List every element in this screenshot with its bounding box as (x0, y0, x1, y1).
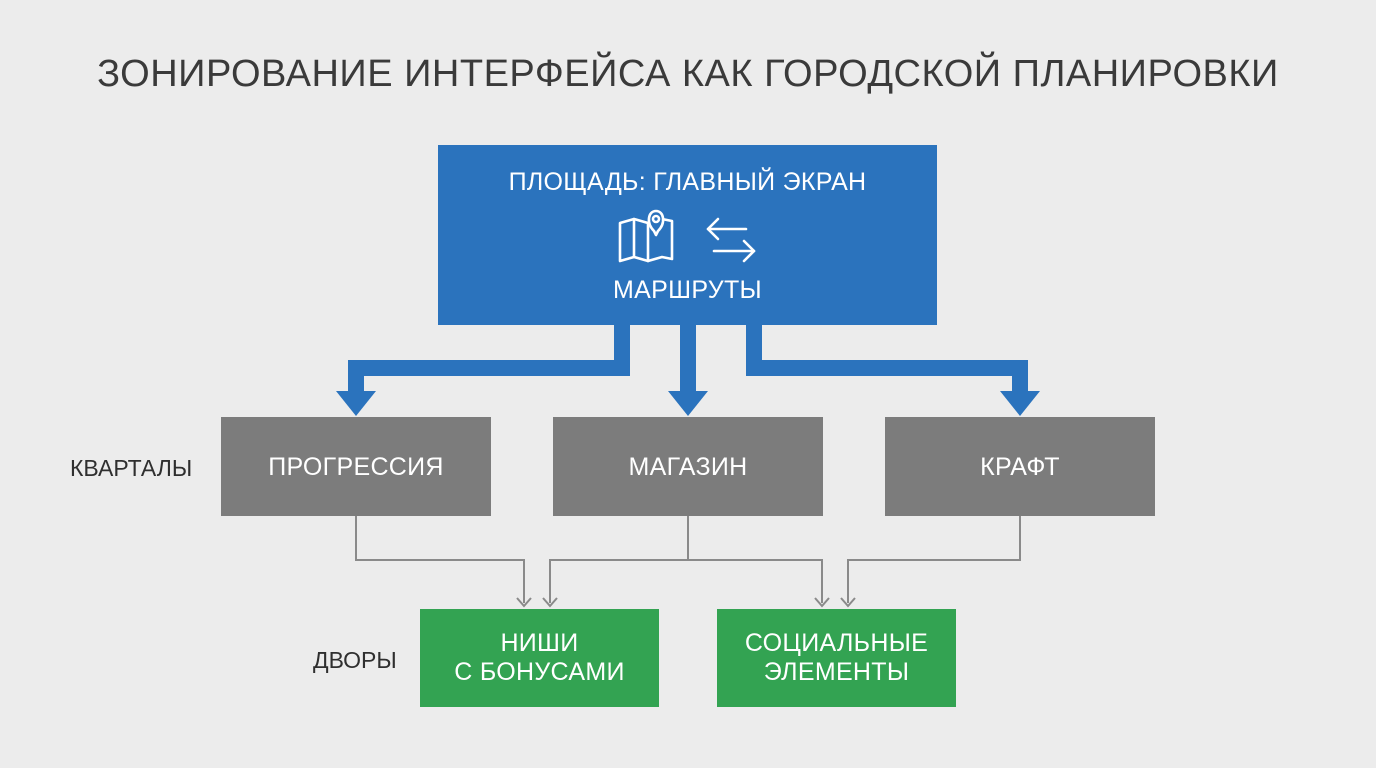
swap-arrows-icon (700, 209, 762, 274)
diagram-title: ЗОНИРОВАНИЕ ИНТЕРФЕЙСА КАК ГОРОДСКОЙ ПЛА… (97, 53, 1279, 95)
plaza-icons (614, 209, 762, 273)
shop-to-social-link (688, 559, 823, 603)
plaza-to-progression-arrow (336, 325, 630, 416)
yard-bonus-niches-box: НИШИ С БОНУСАМИ (420, 609, 659, 707)
routes-label: МАРШРУТЫ (613, 276, 762, 304)
quarter-shop-box: МАГАЗИН (553, 417, 823, 516)
yard-social-line2: ЭЛЕМЕНТЫ (763, 658, 910, 686)
progression-to-bonus-link (355, 516, 525, 603)
quarter-progression-box: ПРОГРЕССИЯ (221, 417, 491, 516)
yard-social-line1: СОЦИАЛЬНЫЕ (744, 629, 929, 657)
yard-bonus-line1: НИШИ (500, 629, 579, 657)
yards-row-label: ДВОРЫ (313, 647, 397, 673)
bonus-arrowhead-left (516, 597, 532, 608)
map-pin-icon (614, 209, 678, 274)
plaza-to-craft-arrow (746, 325, 1040, 416)
shop-to-bonus-link (549, 516, 689, 603)
quarter-craft-box: КРАФТ (885, 417, 1155, 516)
yard-bonus-line2: С БОНУСАМИ (454, 658, 625, 686)
social-arrowhead-left (814, 597, 830, 608)
craft-to-social-link (847, 516, 1021, 603)
plaza-label: ПЛОЩАДЬ: ГЛАВНЫЙ ЭКРАН (508, 168, 867, 196)
plaza-main-screen-box: ПЛОЩАДЬ: ГЛАВНЫЙ ЭКРАН МАРШРУТЫ (438, 145, 937, 325)
bonus-arrowhead-right (542, 597, 558, 608)
plaza-to-shop-arrow (668, 325, 708, 416)
social-arrowhead-right (840, 597, 856, 608)
yard-social-elements-box: СОЦИАЛЬНЫЕ ЭЛЕМЕНТЫ (717, 609, 956, 707)
quarters-row-label: КВАРТАЛЫ (70, 455, 193, 481)
